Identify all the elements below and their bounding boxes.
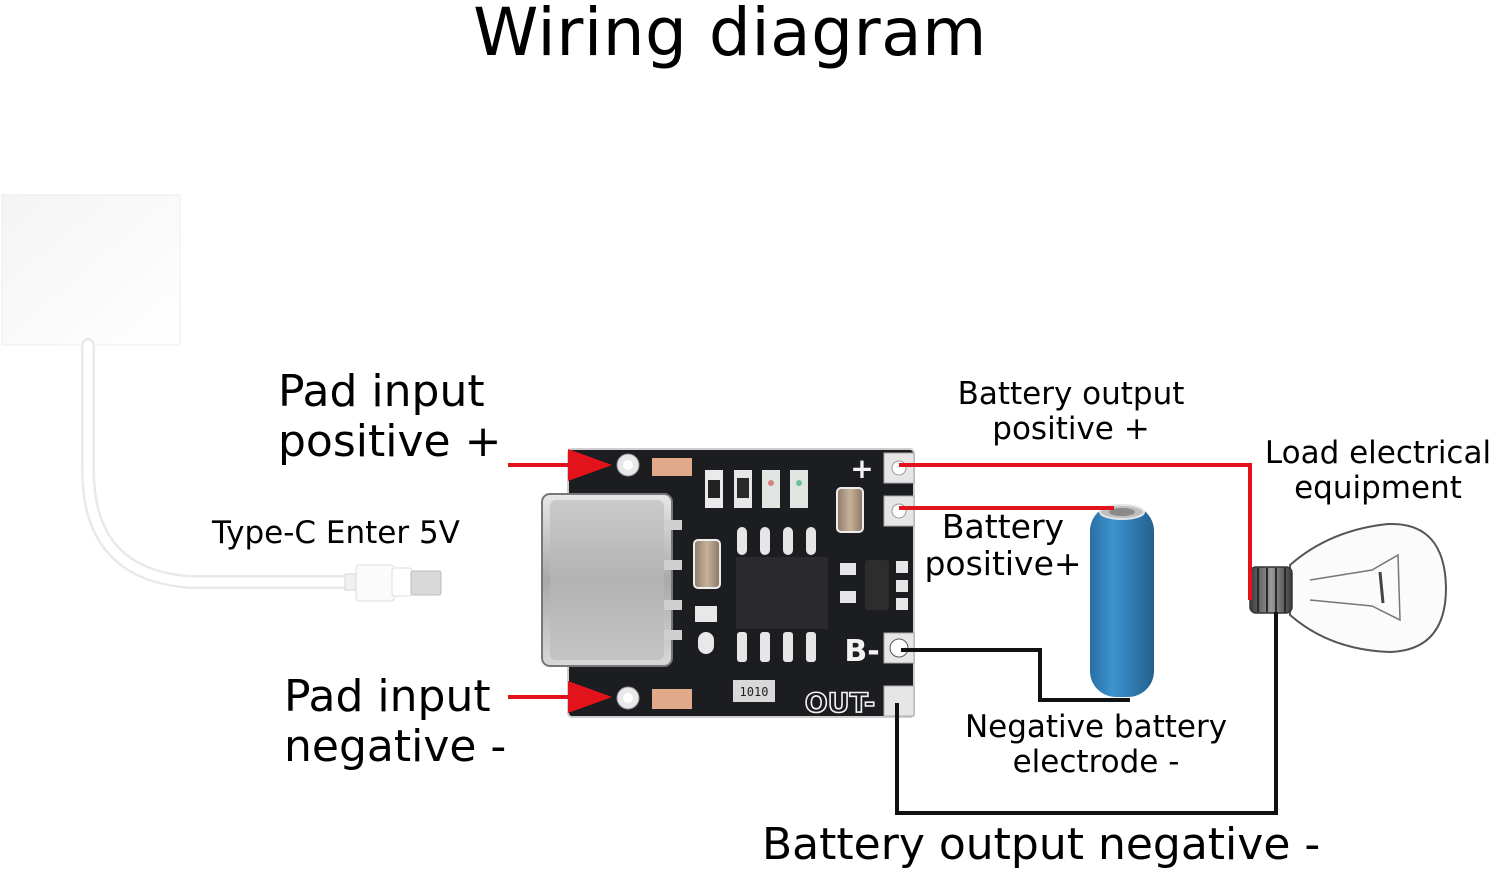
wire-output-negative (895, 612, 1278, 815)
charger-module-board: 1010 + B- OUT- (541, 448, 915, 720)
light-bulb (1249, 522, 1448, 654)
label-line: positive + (278, 415, 502, 467)
label-battery-output-negative: Battery output negative - (762, 819, 1321, 870)
label-pad-input-negative: Pad input negative - (284, 672, 506, 771)
label-line: negative - (284, 720, 507, 772)
label-line: positive+ (924, 544, 1082, 584)
led-green (790, 470, 808, 508)
type-c-plug (344, 564, 442, 602)
label-line: Battery (941, 507, 1065, 546)
label-line: Load electrical (1264, 435, 1492, 471)
silkscreen-out-minus: OUT- (805, 688, 876, 719)
label-line: equipment (1294, 470, 1462, 507)
charger-ic (736, 527, 828, 662)
arrow-pad-input-positive (508, 449, 612, 481)
diagram-title: Wiring diagram (473, 0, 987, 71)
usb-c-port (541, 493, 682, 667)
label-load-equipment: Load electrical equipment (1252, 435, 1500, 507)
label-line: Negative battery (964, 709, 1228, 745)
silkscreen-plus: + (850, 452, 873, 485)
power-adapter (1, 194, 181, 346)
battery-18650 (1090, 504, 1154, 697)
resistor-marking: 1010 (740, 685, 769, 699)
label-battery-output-positive: Battery output positive + (940, 376, 1202, 448)
label-pad-input-positive: Pad input positive + (278, 367, 501, 466)
label-line: Pad input (284, 671, 491, 722)
label-line: electrode - (1012, 744, 1180, 781)
label-type-c-input: Type-C Enter 5V (212, 515, 460, 551)
label-battery-positive: Battery positive+ (918, 508, 1088, 583)
arrow-pad-input-negative (508, 681, 612, 713)
wire-battery-negative (901, 648, 1130, 702)
label-negative-battery-electrode: Negative battery electrode - (950, 709, 1242, 781)
label-line: Battery output (957, 376, 1185, 412)
silkscreen-b-minus: B- (844, 634, 879, 669)
wire-output-positive (899, 463, 1252, 600)
led-red (762, 470, 780, 508)
label-line: positive + (992, 411, 1150, 448)
label-line: Pad input (278, 366, 485, 417)
